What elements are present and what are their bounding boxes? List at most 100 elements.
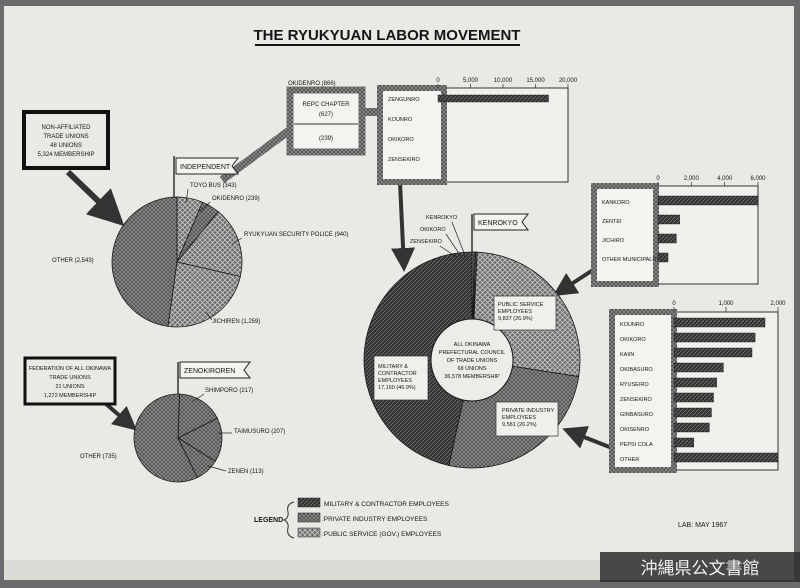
private-bar-5: [673, 392, 714, 403]
repc-chapter-value: (627): [319, 112, 333, 118]
council-line-2: PREFECTURAL COUNCIL: [439, 350, 505, 356]
private-category-label-6: GINBASURO: [620, 412, 654, 418]
independent-slice-3: [167, 261, 241, 328]
flag-independent-label: INDEPENDENT: [180, 164, 231, 171]
council-line-3: OF TRADE UNIONS: [447, 358, 498, 364]
council-center-label: ALL OKINAWA PREFECTURAL COUNCIL OF TRADE…: [439, 342, 505, 380]
private-category-label-1: OKIKORO: [620, 337, 646, 343]
independent-slice-label-3: JICHIREN (1,259): [212, 319, 260, 325]
watermark-band: [600, 552, 800, 582]
public-tick-label-2: 4,000: [717, 176, 733, 182]
kenrokyo-slice-label-0: KENROKYO: [426, 215, 458, 221]
private-tick-label-1: 1,000: [718, 301, 734, 307]
council-center-disc: [430, 318, 514, 402]
kenrokyo-label-box-4: [495, 401, 559, 437]
federation-line-1: FEDERATION OF ALL OKINAWA: [29, 366, 111, 372]
federation-line-3: 21 UNIONS: [55, 384, 84, 390]
legend-label-military: MILITARY & CONTRACTOR EMPLOYEES: [324, 501, 450, 508]
zenokiroren-slice-0: [177, 393, 218, 439]
independent-slice-4: [111, 196, 178, 327]
federation-box: FEDERATION OF ALL OKINAWA TRADE UNIONS 2…: [23, 356, 117, 406]
kenrokyo-slice-label-5-0: MILITARY &: [378, 364, 408, 370]
public-category-label-1: ZENTEI: [602, 219, 622, 225]
zenokiroren-pie: SHIMPORO (217)TAIMUSURO (207)ZENEN (113)…: [80, 388, 285, 483]
kenrokyo-slice-label-3-2: 9,837 (26.9%): [498, 316, 533, 322]
private-category-label-8: PEPSI COLA: [620, 442, 653, 448]
non-affiliated-line-2: TRADE UNIONS: [43, 134, 88, 140]
private-category-label-0: KOUNRO: [620, 322, 645, 328]
flag-independent: INDEPENDENT: [173, 156, 239, 198]
kenrokyo-leader-0: [451, 221, 467, 259]
legend-swatch-public: [297, 527, 321, 538]
private-bar-9: [673, 452, 779, 463]
private-bar-6: [673, 407, 712, 418]
military-category-label-0: ZENGUNRO: [388, 97, 420, 103]
military-bar-0: [437, 94, 549, 103]
private-tick-label-2: 2,000: [770, 301, 786, 307]
private-category-label-4: RYUSEIRO: [620, 382, 649, 388]
private-category-label-7: OKISENRO: [620, 427, 650, 433]
private-bar-2: [673, 347, 753, 358]
kenrokyo-slice-label-5-2: EMPLOYEES: [378, 378, 412, 384]
kenrokyo-slice-label-5-3: 17,160 (46.9%): [378, 385, 416, 391]
military-plot-area: [437, 87, 569, 183]
private-bar-1: [673, 332, 756, 343]
private-category-label-9: OTHER: [620, 457, 639, 463]
okidenro-total-label: OKIDENRO (866): [288, 81, 336, 87]
kenrokyo-slice-label-2: ZENSEKIRO: [410, 239, 443, 245]
archive-watermark: 沖縄県公文書館: [641, 559, 760, 579]
kenrokyo-slice-label-3-1: EMPLOYEES: [498, 309, 532, 315]
zenokiroren-slice-label-3: OTHER (735): [80, 454, 117, 460]
public-tick-label-0: 0: [656, 176, 660, 182]
zenokiroren-slice-label-2: ZENEN (113): [228, 469, 264, 475]
repc-frame: [286, 86, 366, 156]
private-bar-7: [673, 422, 710, 433]
pie-charts: TOYO BUS (343)OKIDENRO (239)RYUKYUAN SEC…: [52, 183, 581, 483]
private-bar-0: [673, 317, 766, 328]
council-line-5: 36,578 MEMBERSHIP: [444, 374, 500, 380]
military-category-label-2: OKIKORO: [388, 137, 414, 143]
kenrokyo-leader-2: [439, 245, 459, 259]
kenrokyo-slice-label-3-0: PUBLIC SERVICE: [498, 302, 544, 308]
kenrokyo-slice-label-5-1: CONTRACTOR: [378, 371, 417, 377]
poster-title: THE RYUKYUAN LABOR MOVEMENT: [254, 27, 521, 44]
repc-lower-value: (239): [319, 136, 333, 142]
independent-leader-3: [205, 311, 213, 321]
zenokiroren-slice-label-1: TAIMUSURO (207): [234, 429, 285, 435]
kenrokyo-slice-label-4-1: EMPLOYEES: [502, 415, 536, 421]
title-underline: [255, 44, 520, 46]
legend: LEGEND MILITARY & CONTRACTOR EMPLOYEES :…: [254, 497, 450, 539]
independent-slice-label-2: RYUKYUAN SECURITY POLICE (940): [244, 232, 348, 238]
independent-leader-2: [231, 237, 243, 245]
federation-line-4: 1,272 MEMBERSHIP: [44, 393, 97, 399]
council-line-4: 68 UNIONS: [457, 366, 486, 372]
independent-leader-0: [185, 188, 189, 204]
kenrokyo-leader-1: [445, 233, 463, 259]
military-tick-label-1: 5,000: [463, 78, 479, 84]
non-affiliated-line-1: NON-AFFILIATED: [42, 125, 92, 131]
non-affiliated-line-3: 48 UNIONS: [50, 143, 82, 149]
paper-shadow: [4, 560, 794, 580]
flag-zenokiroren: ZENOKIROREN: [177, 361, 251, 398]
zenokiroren-leader-2: [207, 465, 227, 472]
private-category-frame: [609, 309, 677, 473]
public-category-frame: [591, 183, 659, 287]
legend-title: LEGEND: [254, 517, 283, 524]
private-tick-label-0: 0: [672, 301, 676, 307]
independent-slice-2: [176, 211, 243, 278]
military-category-label-3: ZENSEKIRO: [388, 157, 421, 163]
military-tick-label-0: 0: [436, 78, 440, 84]
kenrokyo-label-box-5: [373, 355, 429, 401]
legend-label-private: :PRIVATE INDUSTRY EMPLOYEES: [322, 516, 428, 523]
military-category-label-1: KOUNRO: [388, 117, 413, 123]
military-tick-label-3: 15,000: [526, 78, 545, 84]
non-affiliated-box: NON-AFFILIATED TRADE UNIONS 48 UNIONS 5,…: [22, 110, 110, 170]
public-bar-0: [657, 195, 759, 206]
flag-zenokiroren-label: ZENOKIROREN: [184, 368, 235, 375]
